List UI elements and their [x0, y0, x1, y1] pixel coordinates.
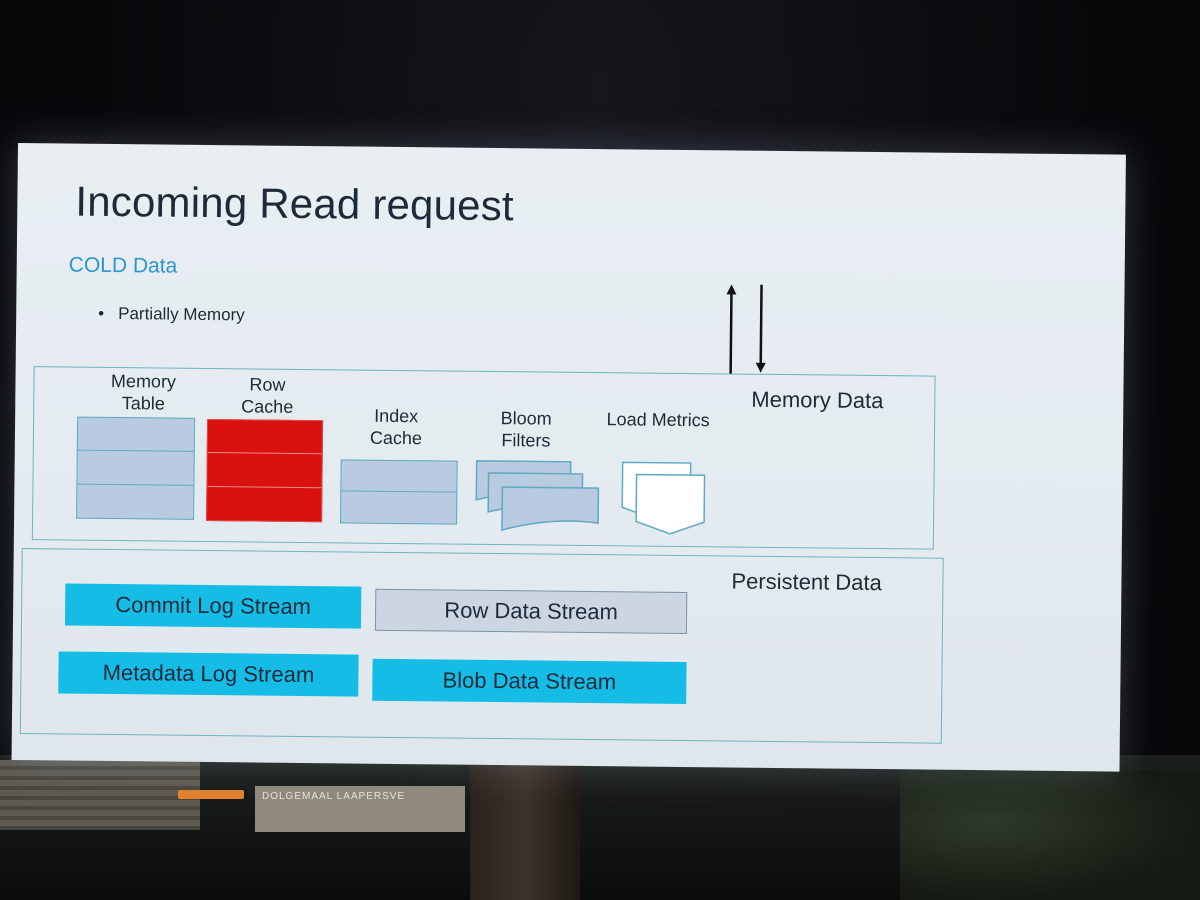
- screen-support-pole: [470, 760, 580, 900]
- blob-data-stream: Blob Data Stream: [372, 658, 687, 705]
- orange-light: [178, 790, 244, 799]
- request-response-arrows: [726, 284, 766, 375]
- window-view-building: [0, 760, 200, 830]
- metadata-log-stream: Metadata Log Stream: [58, 651, 359, 697]
- commit-log-stream: Commit Log Stream: [64, 583, 362, 629]
- load-metrics-shield-icon: [621, 461, 706, 535]
- street-sign: [255, 786, 465, 832]
- shape-layer: [475, 460, 706, 535]
- arrow-down-icon: [755, 284, 766, 373]
- arrow-up-icon: [726, 284, 737, 375]
- projection-screen: Incoming Read request COLD Data •Partial…: [11, 143, 1126, 772]
- bloom-filters-stack-icon: [475, 460, 600, 532]
- street-sign-text: DOLGEMAAL LAAPERSVE: [262, 791, 406, 802]
- row-data-stream: Row Data Stream: [374, 588, 688, 635]
- window-view-trees: [900, 770, 1200, 900]
